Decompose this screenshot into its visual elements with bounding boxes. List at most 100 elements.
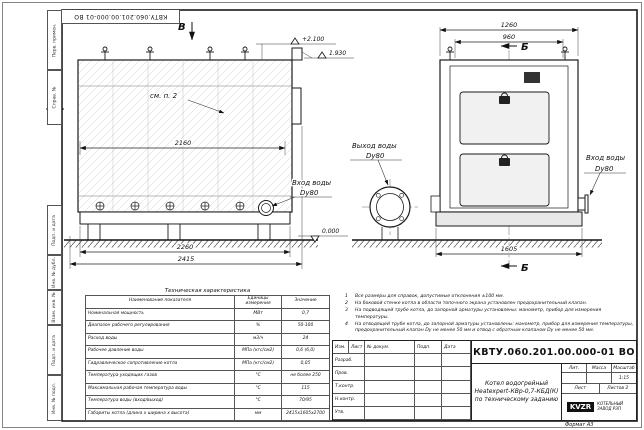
inner-frame <box>61 9 638 422</box>
table-cell: 70/95 <box>281 395 330 409</box>
lower-door <box>459 153 550 207</box>
grid-row: Утв. <box>333 406 471 421</box>
see-note-leader <box>187 99 225 114</box>
table-cell: 0,6 (6,0) <box>281 345 330 359</box>
section-b-top-label: Б <box>521 42 529 53</box>
inlet-front-label: Вход воды <box>586 154 626 162</box>
inlet-side-label: Вход воды <box>292 179 332 187</box>
lit-value <box>562 373 587 384</box>
grid-cell: Лист <box>349 341 365 355</box>
side-door <box>291 87 302 125</box>
table-cell: МВт <box>234 307 283 321</box>
outlet-dn: Dy80 <box>366 152 385 160</box>
inlet-front-leader <box>589 172 601 196</box>
top-fittings-front <box>446 46 569 60</box>
strip-label: Перв. примен. <box>52 23 57 57</box>
margin-strip-inv-podl: Инв. № подл. <box>47 375 62 421</box>
empty-cell <box>442 393 471 407</box>
side-bracket <box>430 195 441 213</box>
product-name-line: Heatexpert-КВр-0,7-КБД(К) <box>474 388 559 396</box>
empty-cell <box>365 380 415 394</box>
scale-value: 1:15 <box>612 373 636 384</box>
grid-row: Н.контр. <box>333 393 471 407</box>
table-cell: 0,7 <box>281 307 330 321</box>
mass-label: Масса <box>587 364 612 373</box>
dim-2415: 2415 <box>178 255 195 263</box>
top-fittings-side <box>101 46 249 60</box>
dim-1605: 1605 <box>501 245 518 253</box>
strip-label: Инв. № подл. <box>52 382 58 414</box>
lower-door-lock-icon <box>499 158 510 166</box>
empty-cell <box>415 406 442 421</box>
level-zero-text: 0.000 <box>322 228 339 235</box>
empty-cell <box>442 354 471 368</box>
empty-cell <box>415 393 442 407</box>
tech-table-title: Техническая характеристика <box>164 288 251 294</box>
grid-role-cell: Т.контр. <box>333 380 365 394</box>
grid-role-cell: Утв. <box>333 406 365 421</box>
empty-cell <box>415 380 442 394</box>
empty-cell <box>365 393 415 407</box>
title-block-signature-grid: Изм. Лист № докум. Подп. Дата Разраб. Пр… <box>333 341 472 421</box>
note-number: 1 <box>345 294 348 299</box>
sheets-count: 2 <box>625 386 629 391</box>
grid-row: Т.контр. <box>333 380 471 394</box>
strip-label: Подп. и дата <box>52 214 57 246</box>
table-cell: Расход воды <box>84 332 236 346</box>
base-frame <box>79 211 291 225</box>
empty-cell <box>442 380 471 394</box>
empty-cell <box>365 406 415 421</box>
table-row: Диапазон рабочего регулирования%50-100 <box>84 320 330 334</box>
table-cell: Диапазон рабочего регулирования <box>84 320 236 334</box>
margin-strip-vzam-inv: Взам. инв. № <box>47 290 62 325</box>
note-number: 4 <box>345 321 348 327</box>
sheets-label: Листов <box>607 386 624 391</box>
empty-cell <box>442 406 471 421</box>
format-label: Формат А3 <box>565 422 594 428</box>
tech-header-cell: Значение <box>281 295 330 309</box>
table-cell: 50-100 <box>281 320 330 334</box>
note-number: 3 <box>345 308 348 314</box>
sheets-cell: Листов 2 <box>599 384 636 394</box>
table-cell: Гидравлическое сопротивление котла <box>84 357 236 371</box>
table-cell: МПа (кгс/см2) <box>234 345 283 359</box>
section-b-bottom-label: Б <box>521 263 529 274</box>
dim-2260: 2260 <box>177 243 194 251</box>
empty-cell <box>442 367 471 381</box>
level-marks: +2.100 1.930 0.000 <box>256 35 354 243</box>
table-cell: Температура уходящих газов <box>84 370 236 384</box>
see-note-label: см. п. 2 <box>150 92 178 100</box>
kvzr-logo: KVZR <box>566 402 595 412</box>
title-block-right: КВТУ.060.201.00.000-01 ВО Котел водогрей… <box>472 341 636 420</box>
company-area: KVZR КОТЕЛЬНЫЙ ЗАВОД РЭП <box>562 394 636 420</box>
grid-cell: Подп. <box>415 341 442 355</box>
tech-header-row: Наименование показателя Единицы измерени… <box>84 295 330 309</box>
strip-label: Справ. № <box>52 86 57 109</box>
table-cell: МПа (кгс/см2) <box>234 357 283 371</box>
inlet-stub-front <box>577 197 586 211</box>
outlet-flange <box>362 179 418 240</box>
sheet-label: Лист <box>562 384 600 394</box>
table-cell: °С <box>234 370 283 384</box>
table-cell: Рабочее давление воды <box>84 345 236 359</box>
level-top-text: +2.100 <box>302 36 324 43</box>
control-box <box>524 72 540 83</box>
lit-label: Лит. <box>562 364 587 373</box>
document-code: КВТУ.060.201.00.000-01 ВО <box>472 341 636 364</box>
technical-characteristics: Техническая характеристика Наименование … <box>84 288 330 421</box>
scale-label: Масштаб <box>612 364 636 373</box>
empty-cell <box>365 367 415 381</box>
upper-door <box>459 91 550 145</box>
tech-header-cell: Единицы измерения <box>234 295 283 309</box>
table-cell: Номинальная мощность <box>84 307 236 321</box>
bottom-valves <box>95 201 245 211</box>
note-text: На боковой стенке котла в области топочн… <box>355 301 588 307</box>
